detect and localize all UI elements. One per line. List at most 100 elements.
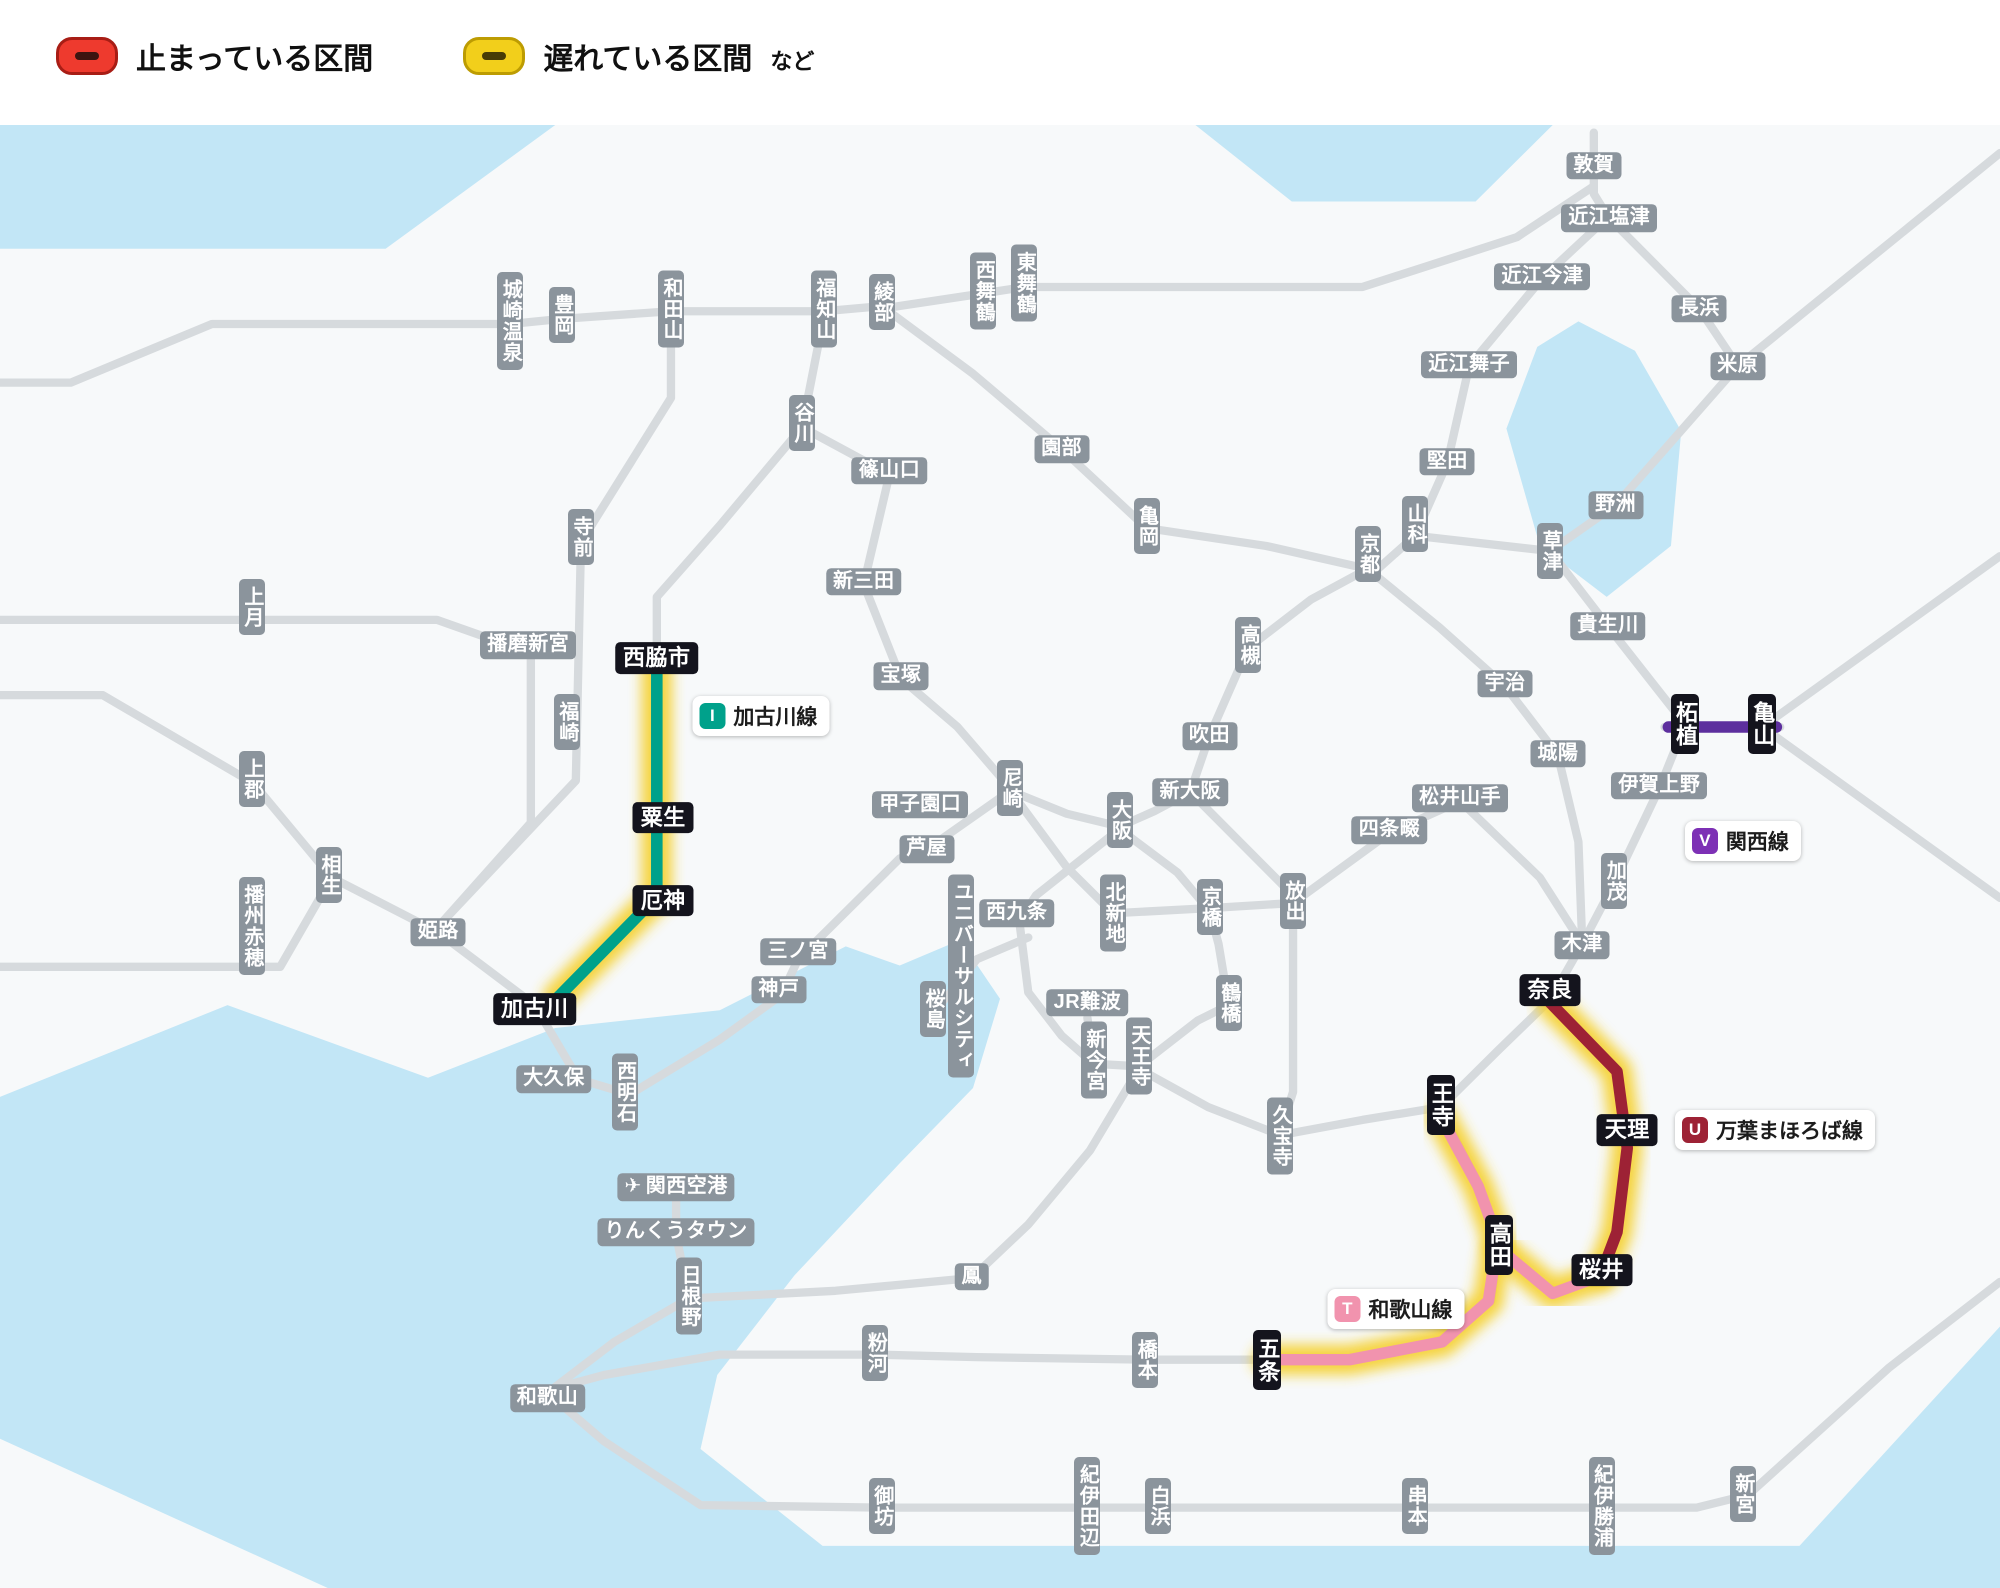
delayed-section-icon	[463, 37, 526, 75]
station-label: 山科	[1402, 496, 1429, 553]
station-label: 吹田	[1182, 722, 1237, 750]
station-label: 堅田	[1419, 447, 1475, 476]
station-label: 松井山手	[1412, 784, 1509, 813]
station-label: 近江今津	[1494, 262, 1591, 291]
station-label: 宝塚	[873, 662, 929, 690]
station-label: 長浜	[1671, 294, 1727, 323]
station-label: 城陽	[1530, 740, 1586, 768]
station-label-highlighted: 奈良	[1519, 973, 1581, 1006]
station-label: 粉河	[862, 1325, 889, 1382]
station-label-highlighted: 五条	[1253, 1329, 1282, 1390]
legend: 止まっている区間 遅れている区間 など	[56, 34, 814, 78]
rail-track	[1006, 786, 1214, 918]
legend-label-delayed-suffix: など	[770, 49, 815, 74]
station-label: 加茂	[1601, 853, 1628, 910]
station-label: 放出	[1280, 872, 1307, 929]
station-label: ✈関西空港	[617, 1173, 735, 1202]
legend-strip-background	[0, 0, 2000, 125]
station-label: 久宝寺	[1267, 1097, 1294, 1175]
station-label: 豊岡	[548, 287, 575, 344]
station-label-highlighted: 加古川	[492, 993, 577, 1025]
station-label: 城崎温泉	[497, 272, 524, 371]
station-label: 伊賀上野	[1611, 771, 1708, 800]
highlight-wakayama-line[interactable]	[1261, 1244, 1502, 1366]
station-label-highlighted: 厄神	[632, 884, 694, 917]
station-label: 園部	[1034, 435, 1090, 463]
station-label: りんくうタウン	[597, 1218, 755, 1246]
line-symbol-icon: V	[1691, 827, 1718, 854]
station-label: 近江塩津	[1561, 204, 1658, 232]
rail-track	[0, 873, 336, 971]
station-label: ユニバーサルシティ	[948, 874, 975, 1078]
station-label: 米原	[1710, 352, 1766, 380]
station-label: 上月	[238, 579, 265, 636]
line-symbol-icon: T	[1334, 1295, 1361, 1322]
station-label-highlighted: 西脇市	[615, 642, 699, 675]
station-label: 鳳	[954, 1262, 989, 1291]
station-label: 貴生川	[1570, 612, 1646, 641]
station-label: 姫路	[410, 918, 466, 947]
station-label: 高槻	[1235, 617, 1262, 674]
station-label: 近江舞子	[1421, 350, 1518, 379]
layer-land	[0, 124, 2000, 1588]
station-label: 篠山口	[851, 456, 928, 485]
station-label: 新三田	[826, 567, 902, 596]
station-label: 亀岡	[1133, 497, 1160, 554]
line-badge-label: 関西線	[1725, 830, 1789, 854]
station-label-highlighted: 柘植	[1671, 694, 1700, 755]
station-label: 播州赤穂	[238, 877, 265, 975]
line-badge-manyo-mahoroba-line[interactable]: U 万葉まほろば線	[1675, 1110, 1876, 1151]
station-label-highlighted: 王寺	[1426, 1074, 1455, 1135]
station-label: 四条畷	[1351, 816, 1428, 845]
airport-icon: ✈	[624, 1175, 642, 1198]
line-badge-label: 加古川線	[733, 705, 818, 729]
legend-label-delayed: 遅れている区間	[543, 43, 753, 76]
station-label: 播磨新宮	[480, 631, 577, 660]
station-label: 北新地	[1100, 874, 1127, 952]
station-label: 西明石	[611, 1053, 638, 1131]
station-label-highlighted: 高田	[1484, 1214, 1513, 1275]
rail-track	[1758, 551, 2000, 732]
station-label: 敦賀	[1566, 152, 1622, 180]
station-label: 西舞鶴	[970, 252, 997, 330]
station-label: 福崎	[553, 693, 580, 750]
legend-label-stopped: 止まっている区間	[136, 43, 374, 76]
station-label: 桜島	[920, 980, 947, 1037]
station-label: 新今宮	[1080, 1021, 1107, 1099]
station-label: 尼崎	[997, 760, 1024, 817]
station-label: 寺前	[567, 508, 594, 565]
line-symbol-icon: U	[1682, 1117, 1709, 1144]
station-label: 日根野	[675, 1257, 702, 1335]
station-label: 大久保	[516, 1065, 592, 1093]
highlight-manyo-mahoroba-line[interactable]	[1544, 996, 1634, 1279]
station-label: 野洲	[1588, 491, 1644, 519]
station-label: 東舞鶴	[1011, 244, 1038, 322]
station-label: 橋本	[1132, 1331, 1159, 1388]
station-label: 相生	[316, 846, 343, 903]
rail-track	[543, 1277, 2000, 1512]
land-mass	[0, 124, 2000, 1546]
rail-track	[1134, 995, 1555, 1140]
station-label: 新大阪	[1152, 778, 1228, 806]
station-label: 京都	[1354, 525, 1381, 582]
line-badge-kansai-line[interactable]: V 関西線	[1684, 820, 1801, 861]
station-label: 宇治	[1477, 669, 1533, 698]
station-label-highlighted: 亀山	[1748, 694, 1777, 755]
station-label: 芦屋	[899, 835, 955, 864]
station-label: 谷川	[789, 395, 816, 452]
station-label: 神戸	[751, 975, 807, 1004]
legend-item-delayed: 遅れている区間 など	[463, 34, 814, 78]
station-label: 西九条	[978, 899, 1055, 928]
line-badge-label: 万葉まほろば線	[1716, 1120, 1864, 1144]
station-label: 大阪	[1106, 792, 1133, 849]
station-label: 紀伊田辺	[1074, 1457, 1101, 1556]
station-label: 和田山	[657, 270, 684, 348]
stopped-section-icon	[56, 37, 118, 75]
station-label: 天王寺	[1125, 1017, 1152, 1095]
station-label: 甲子園口	[872, 791, 969, 819]
station-label: 草津	[1537, 523, 1564, 580]
legend-item-stopped: 止まっている区間	[56, 34, 373, 78]
